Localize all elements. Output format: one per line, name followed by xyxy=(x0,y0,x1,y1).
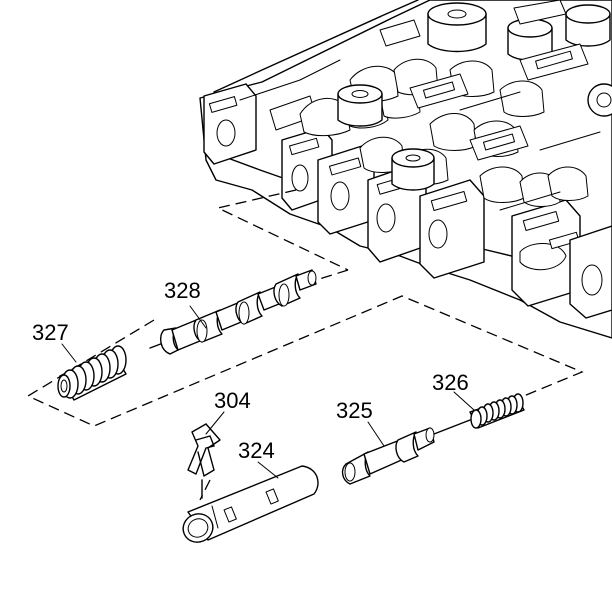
cylinder-boss xyxy=(565,4,611,47)
label-326: 326 xyxy=(432,370,469,395)
gasket-pad xyxy=(469,125,529,161)
part-326-spring xyxy=(469,393,525,429)
gasket-pad xyxy=(379,19,421,47)
mounting-boss xyxy=(419,179,485,279)
cylinder-boss xyxy=(427,2,487,53)
cylinder-boss xyxy=(391,148,435,191)
bore-row xyxy=(359,136,589,207)
gasket-pad xyxy=(519,43,589,81)
leader-304 xyxy=(205,411,225,435)
leader-lines xyxy=(61,305,475,479)
label-328: 328 xyxy=(164,278,201,303)
label-324: 324 xyxy=(238,438,275,463)
leader-324 xyxy=(257,461,279,479)
leader-327 xyxy=(61,343,77,363)
cylinder-boss xyxy=(587,83,612,117)
cylinder-boss xyxy=(507,18,553,61)
mounting-boss xyxy=(203,83,257,165)
label-327: 327 xyxy=(32,320,69,345)
leader-325 xyxy=(367,421,385,447)
gasket-pad xyxy=(513,0,567,25)
leader-328 xyxy=(189,305,207,329)
part-325-valve xyxy=(341,419,471,485)
cylinder-boss xyxy=(337,84,383,127)
part-327-spring xyxy=(57,345,127,401)
valve-body xyxy=(199,0,612,339)
part-304-clip xyxy=(187,423,221,499)
mounting-boss xyxy=(569,225,612,319)
gasket-pad xyxy=(409,73,469,109)
part-324-sleeve xyxy=(182,465,319,543)
label-304: 304 xyxy=(214,388,251,413)
label-325: 325 xyxy=(336,398,373,423)
leader-326 xyxy=(453,391,475,411)
